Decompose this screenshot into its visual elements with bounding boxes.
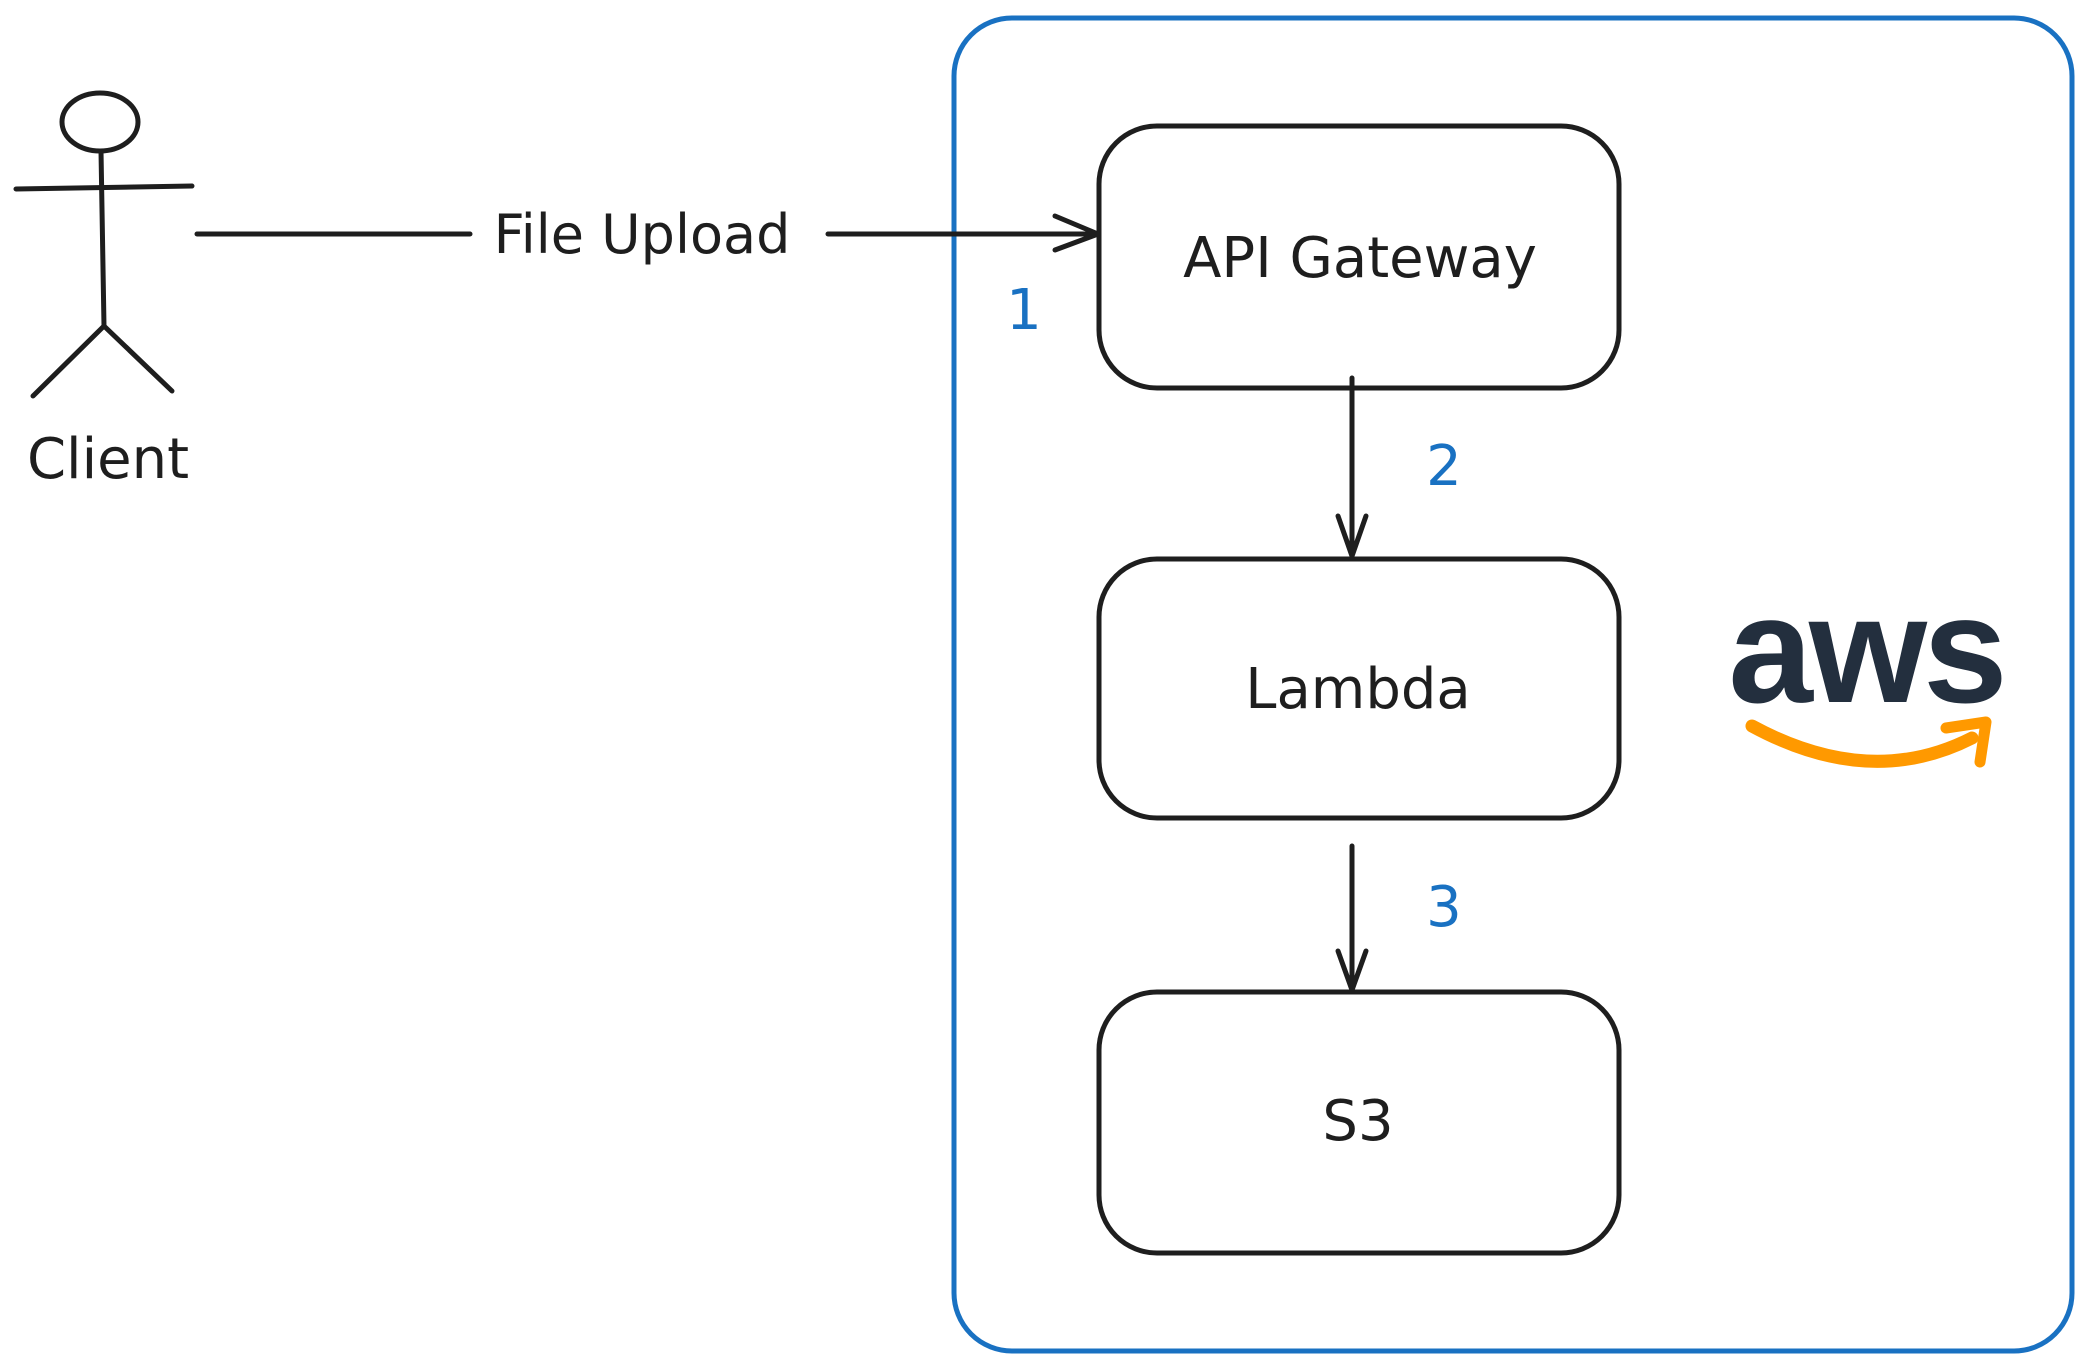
actor-left-leg [30,323,107,399]
actor-right-leg [101,323,175,394]
aws-logo-smile [1745,719,1979,768]
edge-lambda-to-s3 [1335,843,1369,993]
client-label: Client [27,427,189,492]
edge-gateway-to-lambda [1335,375,1369,559]
api-gateway-node [1096,123,1622,391]
aws-logo: aws [1728,565,2008,768]
step-1-label: 1 [1006,278,1042,343]
lambda-label: Lambda [1245,657,1470,722]
client-actor [13,90,195,399]
api-gateway-label: API Gateway [1183,226,1537,291]
file-upload-label: File Upload [494,203,791,266]
s3-node [1096,989,1622,1256]
actor-body [98,148,107,329]
aws-logo-smile-arrow [1940,716,1992,768]
actor-head [59,90,141,154]
aws-logo-text: aws [1728,565,2003,735]
s3-label: S3 [1322,1089,1393,1154]
aws-cloud-container [951,15,2075,1354]
arrowhead-down [1335,513,1369,559]
actor-arms [13,183,195,192]
step-2-label: 2 [1426,434,1462,499]
step-3-label: 3 [1426,875,1462,940]
lambda-node [1096,556,1622,821]
